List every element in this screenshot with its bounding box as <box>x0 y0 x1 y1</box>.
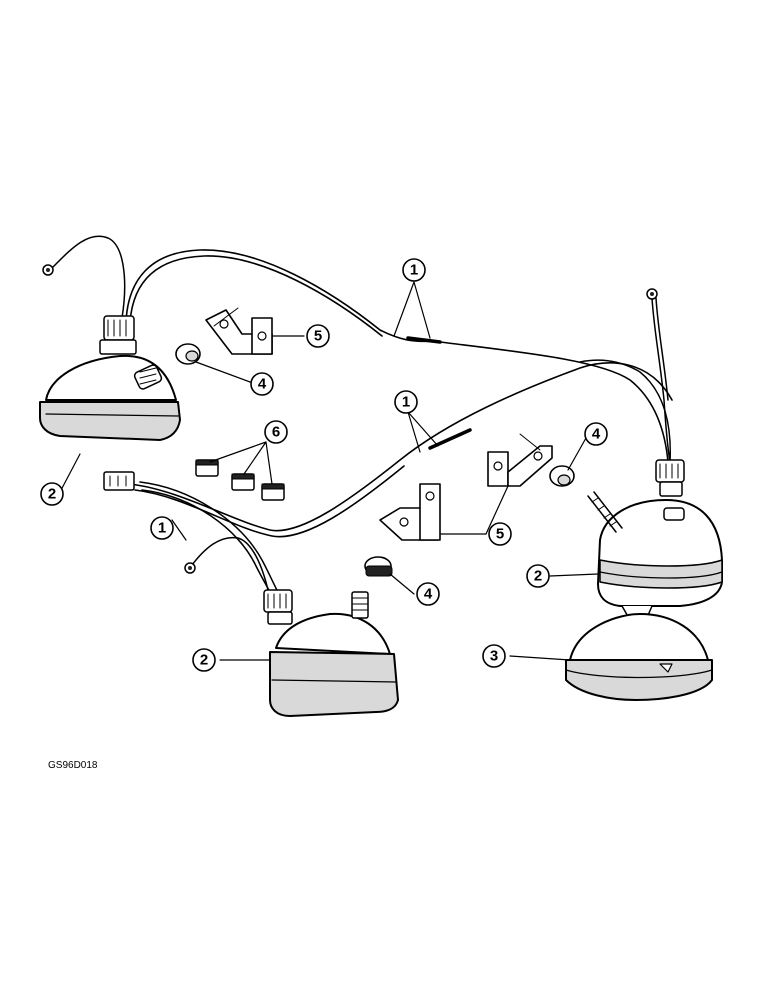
callout-6: 6 <box>264 420 288 444</box>
ring-terminal-icon <box>184 562 196 574</box>
callout-label: 4 <box>424 586 433 603</box>
bracket-icon <box>487 433 553 487</box>
callout-5-middle: 5 <box>488 522 512 546</box>
lamp-housing-icon <box>269 591 399 717</box>
bracket-icon <box>205 307 273 355</box>
callout-label: 5 <box>496 526 504 543</box>
ring-terminal-icon <box>42 264 54 276</box>
plug-icon <box>103 471 135 491</box>
callout-2-bottom: 2 <box>192 648 216 672</box>
connector-icon <box>263 589 293 625</box>
callout-1-lower: 1 <box>150 516 174 540</box>
callout-label: 4 <box>258 376 267 393</box>
callout-label: 6 <box>272 424 280 441</box>
callout-1-upper: 1 <box>402 258 426 282</box>
spacer-icon <box>549 465 575 487</box>
callout-label: 5 <box>314 328 322 345</box>
bracket-icon <box>379 483 441 541</box>
plug-icon <box>261 483 285 501</box>
callout-2-left: 2 <box>40 482 64 506</box>
lamp-housing-icon <box>39 354 181 441</box>
callout-2-right: 2 <box>526 564 550 588</box>
wire-harness <box>51 235 673 597</box>
callout-4-middle: 4 <box>416 582 440 606</box>
figure-id: GS96D018 <box>48 760 98 771</box>
plug-icon <box>231 473 255 491</box>
callout-1-middle: 1 <box>394 390 418 414</box>
callout-3: 3 <box>482 644 506 668</box>
callout-5-upper: 5 <box>306 324 330 348</box>
callout-4-upper: 4 <box>250 372 274 396</box>
callout-label: 1 <box>410 262 418 279</box>
callout-label: 2 <box>534 568 542 585</box>
connector-icon <box>655 459 685 497</box>
callout-label: 2 <box>48 486 56 503</box>
leader-lines <box>59 281 599 661</box>
spacer-icon <box>364 556 393 577</box>
callout-4-right: 4 <box>584 422 608 446</box>
spacer-icon <box>175 343 201 365</box>
callout-label: 3 <box>490 648 498 665</box>
callout-label: 1 <box>158 520 166 537</box>
callout-label: 1 <box>402 394 410 411</box>
lens-cover <box>565 613 713 701</box>
plug-icon <box>195 459 219 477</box>
callout-label: 2 <box>200 652 208 669</box>
callout-label: 4 <box>592 426 601 443</box>
ring-terminal-icon <box>646 288 658 300</box>
lamp-housing-icon <box>587 491 723 621</box>
connector-icon <box>99 315 137 355</box>
